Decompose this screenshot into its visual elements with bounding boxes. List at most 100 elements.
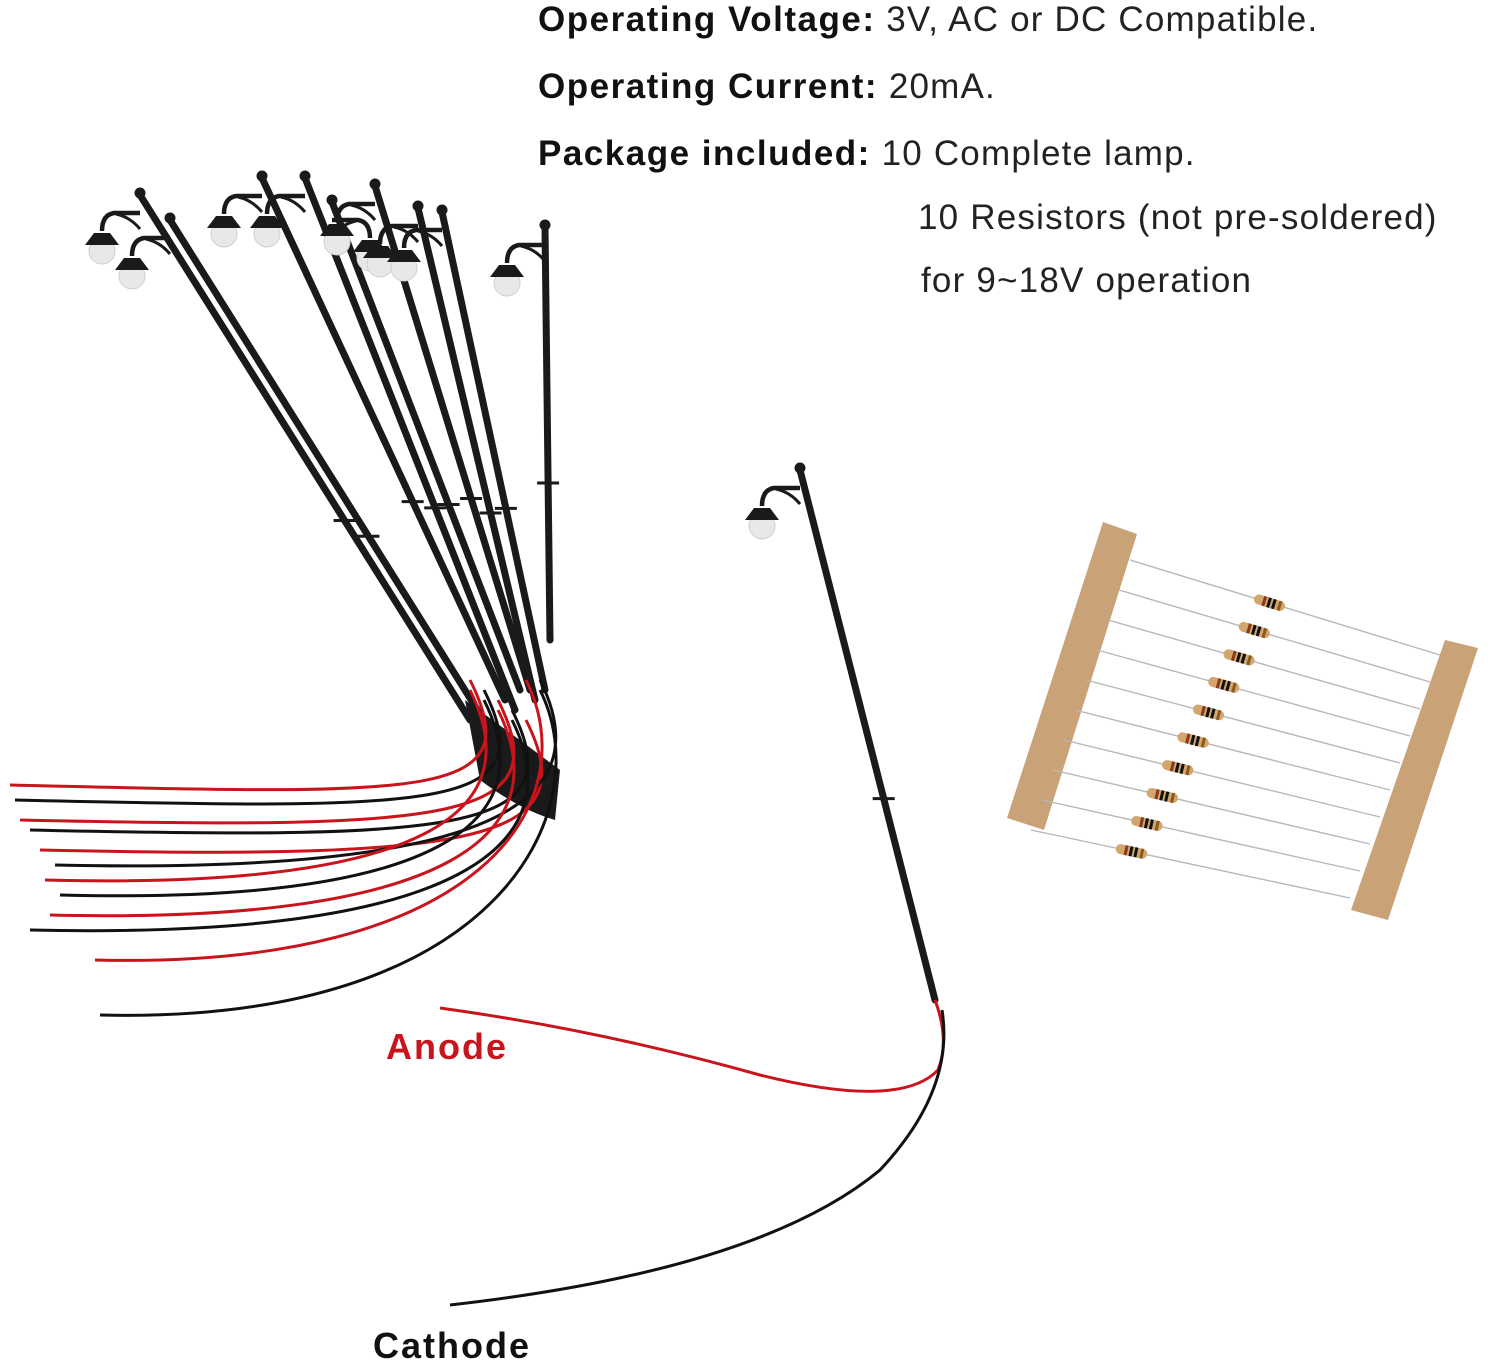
lamp-arm [504, 242, 545, 264]
lamp-arm [759, 485, 800, 507]
resistor-lead [1096, 649, 1411, 737]
color-band [1230, 650, 1237, 662]
resistor [1192, 704, 1225, 721]
post-finial [134, 187, 146, 199]
paper-tape-left [1007, 522, 1137, 830]
lamp-post [301, 174, 519, 714]
lamp-arm [377, 223, 418, 245]
spec-package-line-2: 10 Resistors (not pre-soldered) [918, 198, 1438, 237]
lamp-post [438, 208, 549, 694]
resistor-lead [1063, 739, 1381, 818]
single-lamp [439, 462, 946, 1307]
lamp-post [541, 223, 554, 644]
street-lamp [490, 219, 560, 644]
resistor-lead [1129, 559, 1441, 656]
post-finial [794, 462, 806, 474]
lamp-shade [363, 246, 397, 258]
lamp-shade [490, 265, 524, 277]
lamp-bracket [350, 203, 377, 221]
resistor [1253, 594, 1286, 612]
lamp-arm [334, 201, 375, 223]
lamp-bracket [280, 195, 307, 213]
anode-label: Anode [386, 1026, 508, 1067]
resistor [1162, 760, 1194, 776]
resistor [1238, 621, 1270, 639]
color-band [1128, 846, 1134, 857]
lamp-arm [129, 235, 170, 257]
spec-package: Package included: 10 Complete lamp. [538, 134, 1196, 174]
color-band [1133, 847, 1139, 858]
post-finial [164, 212, 176, 224]
color-band [1270, 598, 1277, 610]
color-band [1154, 820, 1160, 831]
lamp-post [414, 204, 539, 704]
color-band [1250, 624, 1257, 636]
cathode-wire [449, 1009, 946, 1307]
color-band [1276, 600, 1283, 612]
color-band [1154, 789, 1160, 800]
color-band [1200, 737, 1206, 748]
color-band [1185, 764, 1191, 776]
lamp-arm [99, 210, 140, 232]
resistor-lead [1118, 589, 1431, 683]
cathode-wire [54, 679, 558, 868]
spec-current-label: Operating Current: [538, 67, 879, 106]
post-finial [412, 200, 424, 212]
post-finial [256, 170, 268, 182]
color-band [1215, 678, 1222, 689]
street-lamp [745, 462, 939, 1004]
street-lamp [115, 212, 494, 734]
color-band [1174, 762, 1180, 773]
post-finial [326, 194, 338, 206]
color-band [1194, 735, 1201, 747]
cathode-wire [14, 689, 502, 806]
lamp-arm [221, 193, 262, 215]
color-band [1185, 733, 1191, 744]
spec-voltage-value: 3V, AC or DC Compatible. [886, 0, 1319, 39]
color-band [1123, 845, 1129, 856]
spec-package-line-3: for 9~18V operation [921, 261, 1253, 300]
color-band [1143, 818, 1150, 829]
color-band [1200, 705, 1206, 717]
lamp-arm [401, 227, 442, 249]
spec-current-value: 20mA. [888, 67, 996, 106]
post-finial [539, 219, 551, 231]
color-band [1189, 734, 1196, 746]
color-band [1240, 653, 1247, 664]
color-band [1261, 627, 1268, 639]
lamp-shade [745, 508, 779, 520]
color-band [1246, 655, 1252, 666]
color-band [1215, 709, 1222, 721]
resistor-strip [1007, 522, 1478, 920]
cathode-label: Cathode [373, 1325, 531, 1366]
resistor [1146, 788, 1179, 804]
cathode-wire [59, 699, 502, 898]
lamp-post [796, 466, 939, 1004]
street-lamp [207, 170, 509, 704]
cathode-wire [29, 709, 530, 835]
resistor-lead [1107, 619, 1421, 710]
post-finial [299, 170, 311, 182]
lamp-bracket [237, 195, 264, 213]
street-lamp [387, 204, 549, 694]
paper-tape-right [1351, 640, 1478, 920]
color-band [1255, 626, 1262, 637]
lamp-arm [332, 217, 373, 239]
color-band [1210, 708, 1216, 719]
resistor [1208, 676, 1240, 693]
color-band [1139, 817, 1145, 828]
cathode-wire [29, 719, 530, 933]
post-finial [436, 204, 448, 216]
resistor [1131, 816, 1163, 831]
color-band [1179, 763, 1185, 774]
lamp-shade [320, 224, 354, 236]
color-band [1169, 761, 1176, 772]
street-lamp [250, 170, 519, 714]
lamp-bracket [775, 487, 802, 505]
spec-package-label: Package included: [538, 134, 871, 173]
lamp-bundle [9, 170, 560, 1017]
resistor-lead [1074, 709, 1391, 791]
lamp-shade [387, 250, 421, 262]
resistor-lead [1085, 679, 1401, 764]
